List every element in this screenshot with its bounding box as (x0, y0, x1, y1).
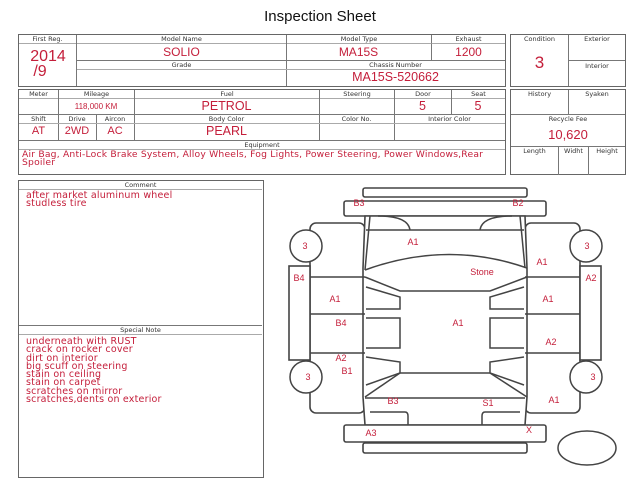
door: 5 (419, 99, 426, 113)
spare-tire (557, 430, 617, 466)
tire-grade: 3 (305, 372, 310, 382)
condition-grade: 3 (534, 53, 545, 72)
special-note-line: dirt on interior (26, 352, 98, 364)
length-label: Length (511, 147, 559, 175)
damage-mark: A1 (452, 318, 463, 328)
tire-front-right (569, 229, 603, 263)
special-note-list: underneath with RUST crack on rocker cov… (26, 336, 162, 406)
tire-grade: 3 (302, 241, 307, 251)
damage-mark: B4 (293, 273, 304, 283)
damage-mark: A1 (548, 395, 559, 405)
special-note-line: underneath with RUST (26, 336, 137, 347)
drive-label: Drive (58, 115, 96, 124)
interior-color-label: Interior Color (394, 115, 505, 124)
aircon: AC (107, 125, 123, 137)
damage-mark: B3 (353, 198, 364, 208)
front-bumper-cover (362, 187, 528, 198)
tire-grade: 3 (584, 241, 589, 251)
rear-bumper-cover (362, 442, 528, 454)
tire-front-left (289, 229, 323, 263)
comment-line: studless tire (26, 198, 87, 209)
special-note-line: crack on rocker cover (26, 344, 133, 356)
damage-mark: B1 (341, 366, 352, 376)
fuel: PETROL (201, 99, 252, 113)
special-note-line: big scuff on steering (26, 360, 128, 372)
damage-mark: B4 (335, 318, 346, 328)
exhaust: 1200 (431, 44, 505, 60)
history-label: History (527, 90, 552, 98)
aircon-label: Aircon (96, 115, 134, 124)
special-note-line: scratches on mirror (26, 385, 123, 397)
tire-rear-right (569, 360, 603, 394)
tire-rear-left (289, 360, 323, 394)
comment-line: after market aluminum wheel (26, 190, 173, 201)
equipment-label: Equipment (19, 141, 505, 150)
damage-mark: B2 (512, 198, 523, 208)
first-reg-month: /9 (33, 63, 47, 80)
condition-box: Condition 3 Exterior Interior (510, 34, 626, 87)
damage-mark: A3 (365, 428, 376, 438)
damage-mark: A1 (542, 294, 553, 304)
mileage: 118,000 KM (74, 102, 118, 111)
damage-mark: A1 (329, 294, 340, 304)
body-color: PEARL (206, 124, 247, 138)
damage-mark: Stone (470, 267, 494, 277)
chassis-label: Chassis Number (286, 61, 505, 70)
first-reg-year: 2014 (30, 48, 66, 65)
side-info-box: History Syaken Recycle Fee 10,620 Length… (510, 89, 626, 175)
shift: AT (31, 125, 46, 137)
model-type: MA15S (338, 45, 379, 59)
height-label: Height (596, 147, 618, 155)
tire-grade: 3 (590, 372, 595, 382)
exterior-label: Exterior (584, 35, 610, 43)
recycle-fee-label: Recycle Fee (548, 115, 588, 123)
right-rocker (579, 265, 602, 361)
syaken-label: Syaken (585, 90, 609, 98)
shift-label: Shift (19, 115, 58, 124)
model-name: SOLIO (163, 45, 200, 59)
meter-label: Meter (19, 90, 58, 99)
page-title: Inspection Sheet (264, 8, 376, 25)
model-name-label: Model Name (77, 35, 286, 44)
windshield (364, 253, 528, 271)
interior-label: Interior (585, 62, 609, 70)
car-body (362, 215, 528, 426)
left-rocker (288, 265, 311, 361)
damage-mark: A1 (536, 257, 547, 267)
damage-mark: S1 (482, 398, 493, 408)
width-label: Widht (559, 147, 589, 175)
comment-box: Comment after market aluminum wheel stud… (18, 180, 264, 478)
condition-label: Condition (523, 35, 556, 43)
drive: 2WD (64, 125, 90, 137)
damage-mark: A1 (407, 237, 418, 247)
vehicle-info-table: First Reg. 2014 /9 Model Name SOLIO Mode… (18, 34, 506, 87)
comment-label: Comment (19, 181, 262, 190)
chassis-number: MA15S-520662 (352, 70, 439, 84)
exhaust-label: Exhaust (431, 35, 505, 44)
seat: 5 (474, 99, 482, 113)
grade-label: Grade (77, 61, 286, 70)
damage-mark: A2 (545, 337, 556, 347)
damage-mark: X (526, 425, 532, 435)
equipment-list: Air Bag, Anti-Lock Brake System, Alloy W… (22, 149, 484, 169)
damage-mark: A2 (335, 353, 346, 363)
color-no-label: Color No. (319, 115, 394, 124)
special-note-line: stain on ceiling (26, 369, 102, 381)
damage-mark: B3 (387, 396, 398, 406)
rear-bumper (343, 424, 547, 443)
damage-mark: A2 (585, 273, 596, 283)
recycle-fee: 10,620 (548, 127, 588, 142)
special-note-label: Special Note (19, 326, 262, 335)
special-note-line: stain on carpet (26, 377, 101, 389)
special-note-line: scratches,dents on exterior (26, 394, 162, 406)
body-color-label: Body Color (134, 115, 319, 124)
specs-table: Meter Mileage 118,000 KM Fuel PETROL Ste… (18, 89, 506, 175)
